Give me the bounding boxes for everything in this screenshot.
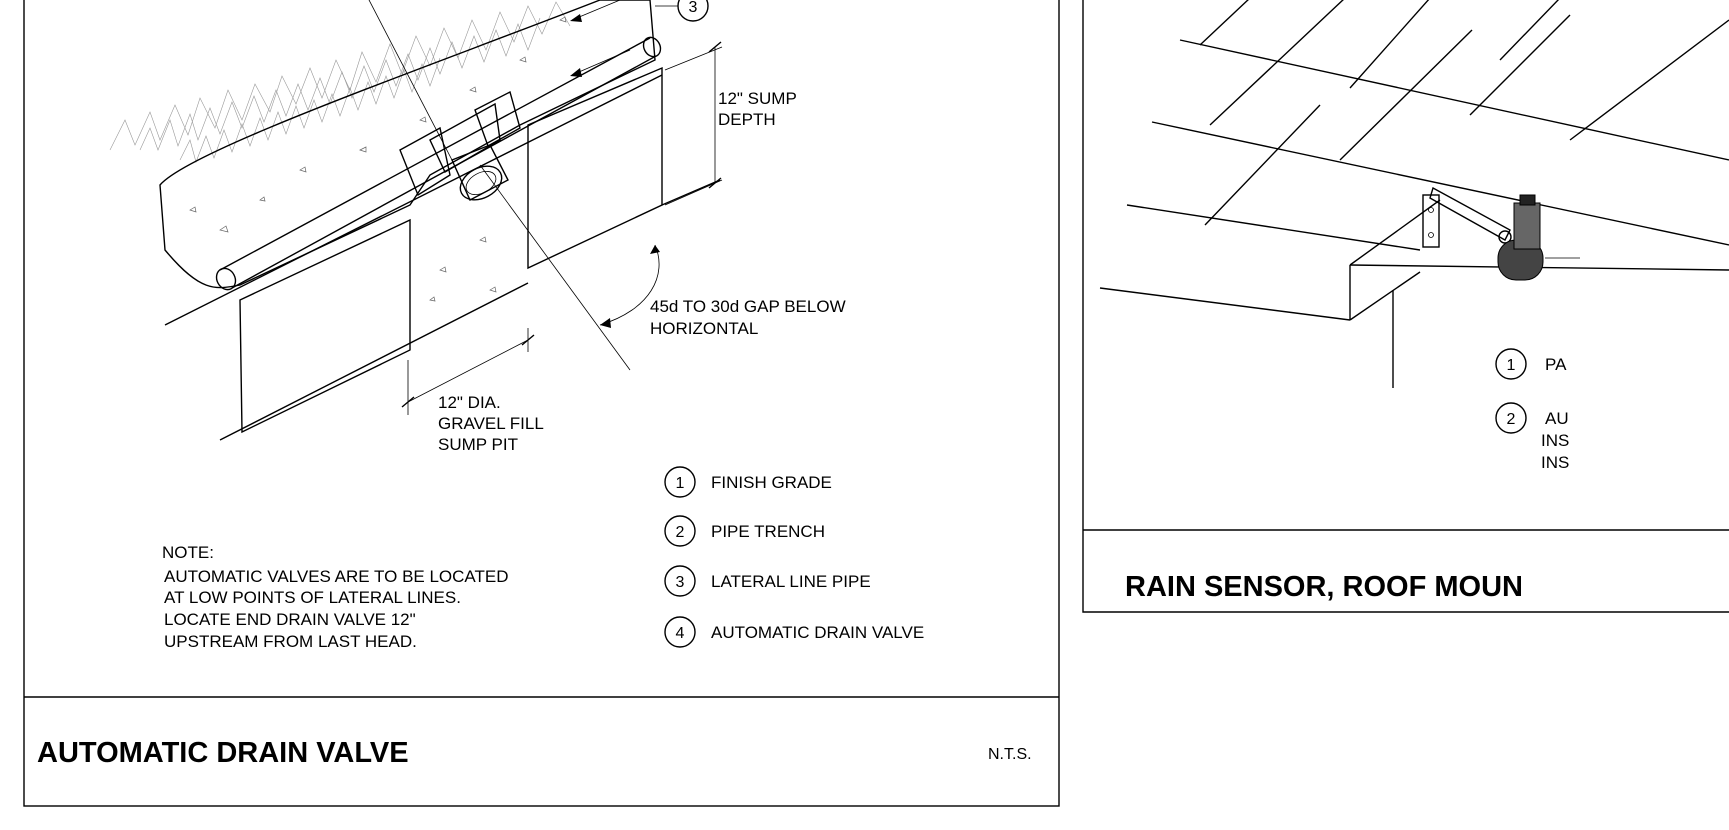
sump-pit-label: 12" DIA. xyxy=(438,393,501,412)
gap-angle-label: 45d TO 30d GAP BELOW xyxy=(650,297,846,316)
sump-pit-label-3: SUMP PIT xyxy=(438,435,518,454)
angle-line xyxy=(479,164,631,371)
left-detail-title: AUTOMATIC DRAIN VALVE xyxy=(37,737,409,769)
right-legend-number-1: 1 xyxy=(1507,357,1516,374)
trench-aggregate-marks xyxy=(189,16,567,302)
right-legend-label-2c: INS xyxy=(1541,453,1569,472)
right-legend-label-2: AU xyxy=(1545,409,1569,428)
roof-paving xyxy=(1099,0,1729,388)
grade-line-lower xyxy=(164,74,663,326)
gravel-sump-right xyxy=(527,66,663,270)
legend-bubble-1 xyxy=(664,466,696,498)
legend-number-3: 3 xyxy=(676,574,685,591)
legend-label-4: AUTOMATIC DRAIN VALVE xyxy=(711,623,924,642)
pipe-trench xyxy=(159,0,656,289)
note-line-2: AT LOW POINTS OF LATERAL LINES. xyxy=(164,588,461,607)
right-detail-border xyxy=(1082,0,1729,613)
gap-angle-label-2: HORIZONTAL xyxy=(650,319,758,338)
automatic-drain-valve-icon xyxy=(451,144,509,201)
note-line-1: AUTOMATIC VALVES ARE TO BE LOCATED xyxy=(164,567,509,586)
left-detail-panel: 3 12" SUMP DEPTH 45d TO 30d GAP BELOW HO… xyxy=(23,0,1060,807)
legend-number-2: 2 xyxy=(676,524,685,541)
left-detail-border xyxy=(23,0,1060,807)
right-legend-label-1: PA xyxy=(1545,355,1567,374)
gravel-sump-bottom xyxy=(219,282,529,441)
right-detail-title: RAIN SENSOR, ROOF MOUN xyxy=(1125,571,1523,603)
grade-line-right xyxy=(661,179,721,206)
left-legend: 1 FINISH GRADE 2 PIPE TRENCH 3 LATERAL L… xyxy=(664,466,924,648)
callout-number-3: 3 xyxy=(689,0,698,16)
legend-bubble-4 xyxy=(664,616,696,648)
sump-depth-dimension xyxy=(664,41,723,206)
legend-bubble-3 xyxy=(664,565,696,597)
sump-depth-label: 12" SUMP xyxy=(718,89,797,108)
flow-arrows xyxy=(570,0,631,77)
rain-sensor-icon xyxy=(1422,186,1580,281)
sump-depth-label-2: DEPTH xyxy=(718,110,776,129)
note-heading: NOTE: xyxy=(162,543,214,562)
sump-pit-dimension xyxy=(401,328,535,415)
grass-hatching xyxy=(109,1,571,163)
legend-label-3: LATERAL LINE PIPE xyxy=(711,572,871,591)
right-legend: 1 PA 2 AU INS INS xyxy=(1495,348,1569,472)
left-detail-scale: N.T.S. xyxy=(988,746,1032,763)
legend-bubble-2 xyxy=(664,515,696,547)
legend-label-2: PIPE TRENCH xyxy=(711,522,825,541)
right-legend-bubble-1 xyxy=(1495,348,1527,380)
legend-label-1: FINISH GRADE xyxy=(711,473,832,492)
lateral-line-pipe xyxy=(215,36,662,291)
note-block: NOTE: AUTOMATIC VALVES ARE TO BE LOCATED… xyxy=(162,543,509,651)
right-legend-number-2: 2 xyxy=(1507,411,1516,428)
note-line-4: UPSTREAM FROM LAST HEAD. xyxy=(164,632,417,651)
sump-pit-label-2: GRAVEL FILL xyxy=(438,414,544,433)
note-line-3: LOCATE END DRAIN VALVE 12" xyxy=(164,610,416,629)
legend-number-4: 4 xyxy=(676,625,685,642)
legend-number-1: 1 xyxy=(676,475,685,492)
right-legend-label-2b: INS xyxy=(1541,431,1569,450)
right-legend-bubble-2 xyxy=(1495,402,1527,434)
callout-leader-3 xyxy=(368,0,453,161)
right-detail-panel: 1 PA 2 AU INS INS RAIN SENSOR, ROOF MOUN xyxy=(1082,0,1729,613)
angle-arc xyxy=(599,244,660,326)
gravel-sump-left xyxy=(239,218,411,434)
